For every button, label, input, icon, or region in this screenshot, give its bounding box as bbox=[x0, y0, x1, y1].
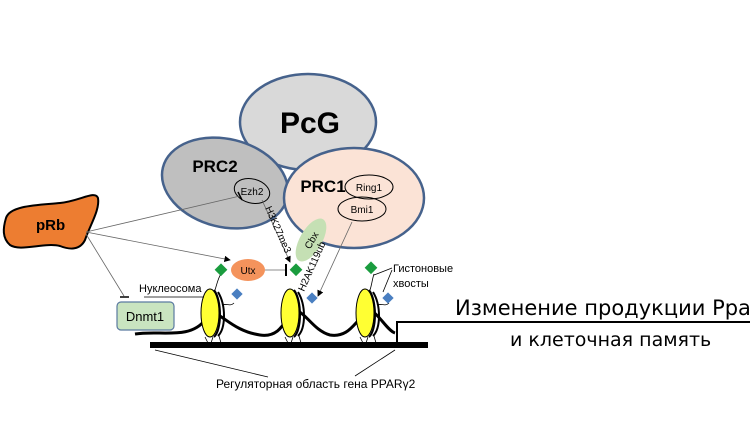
histone-tails-pointer bbox=[373, 267, 393, 293]
prc1-label: PRC1 bbox=[300, 177, 345, 196]
prb-to-dnmt1-inhibition bbox=[85, 233, 125, 297]
outcome-line-2: и клеточная память bbox=[510, 329, 711, 351]
histone-tails-label-1: Гистоновые bbox=[393, 263, 453, 275]
utx-label: Utx bbox=[241, 266, 256, 277]
prb-protein bbox=[2, 194, 100, 250]
regulatory-region-bracket bbox=[154, 349, 396, 378]
histone-tails-label-2: хвосты bbox=[393, 278, 429, 290]
histone-tail-blue bbox=[231, 288, 243, 300]
dnmt1-box bbox=[116, 301, 175, 331]
utx-protein bbox=[231, 259, 265, 281]
prb-to-utx-arrow bbox=[85, 231, 231, 263]
prb-label: pRb bbox=[36, 217, 65, 234]
histone-tail-green bbox=[214, 263, 228, 277]
nucleosome-1 bbox=[200, 263, 243, 344]
inhibition-bar bbox=[237, 191, 243, 201]
ezh2-label: Ezh2 bbox=[241, 187, 264, 198]
ring1-subunit bbox=[344, 174, 394, 200]
ezh2-subunit bbox=[233, 178, 271, 204]
bmi1-subunit bbox=[337, 196, 387, 222]
pcg-label: PcG bbox=[280, 107, 340, 140]
outcome-connector bbox=[396, 321, 750, 346]
outcome-line-1: Изменение продукции Pparγ2 bbox=[455, 296, 750, 320]
dnmt1-label: Dnmt1 bbox=[126, 309, 164, 324]
chromatin-bar bbox=[150, 342, 428, 348]
prb-to-ezh2-inhibition bbox=[85, 195, 241, 233]
prc2-label: PRC2 bbox=[192, 157, 237, 176]
h3k27me3-arrow bbox=[261, 199, 291, 263]
nucleosome-3 bbox=[355, 261, 394, 344]
cbx-protein bbox=[295, 218, 327, 262]
nucleosome-label: Нуклеосома bbox=[139, 283, 202, 295]
bmi1-label: Bmi1 bbox=[351, 205, 374, 216]
nucleosome-2 bbox=[280, 263, 318, 344]
regulatory-region-label: Регуляторная область гена PPARγ2 bbox=[216, 377, 416, 391]
ring1-label: Ring1 bbox=[356, 183, 383, 194]
h2ak119ub-arrow bbox=[317, 221, 353, 297]
